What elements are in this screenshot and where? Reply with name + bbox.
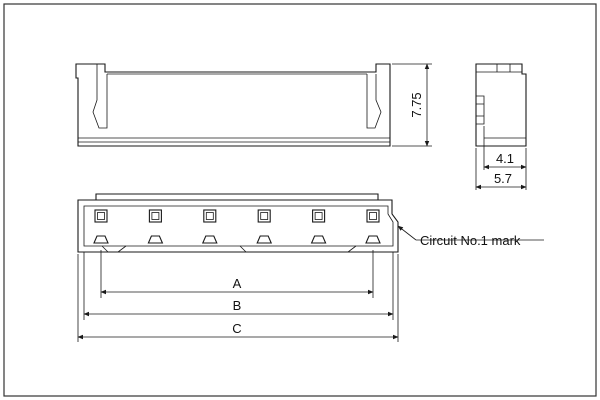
- front-view-outline: [77, 199, 399, 253]
- dim-a-label: A: [233, 276, 242, 291]
- pin-opening: [201, 235, 218, 244]
- pin-cavity-outer: [366, 209, 380, 223]
- dim-b-label: B: [233, 298, 242, 313]
- pin-contact: [369, 212, 377, 220]
- side-view-latch: [476, 95, 485, 125]
- pin-opening: [147, 235, 164, 244]
- pin-contact: [97, 212, 105, 220]
- front-view-bottom-key-3: [239, 245, 247, 253]
- outer-width-dim-label: 5.7: [494, 171, 512, 186]
- front-view-bottom-key-1: [101, 245, 109, 253]
- inner-width-dim-label: 4.1: [496, 151, 514, 166]
- pin-cavity-outer: [148, 209, 162, 223]
- top-view-inner-channel: [92, 64, 382, 129]
- pin-opening: [310, 235, 327, 244]
- pin-contact: [260, 212, 269, 220]
- pin-cavity-outer: [312, 209, 326, 223]
- pin-opening: [93, 235, 109, 244]
- pin-cavity-outer: [94, 209, 108, 223]
- front-view: Circuit No.1 mark A B C: [77, 193, 544, 342]
- pin-contact: [314, 212, 323, 220]
- side-view-outline: [475, 63, 527, 147]
- pin-contact: [151, 212, 160, 220]
- pin-cavity-outer: [203, 209, 217, 223]
- top-view: 7.75: [75, 63, 432, 147]
- dim-c-label: C: [232, 321, 241, 336]
- height-dim-label: 7.75: [409, 92, 424, 117]
- front-view-top-lip: [95, 193, 379, 200]
- front-view-bottom-key-2: [117, 245, 127, 253]
- front-view-bottom-key-4: [347, 245, 357, 253]
- drawing-frame: [3, 3, 597, 397]
- pin-opening: [256, 235, 273, 244]
- pin-opening: [365, 235, 381, 244]
- pin-row: [93, 209, 381, 244]
- pin-cavity-outer: [257, 209, 271, 223]
- circuit-mark-label: Circuit No.1 mark: [420, 233, 521, 248]
- pin-contact: [205, 212, 214, 220]
- top-view-outline: [75, 63, 391, 147]
- front-view-inner-outline: [83, 205, 394, 247]
- circuit-mark-leader: [397, 225, 417, 241]
- side-view: 4.1 5.7: [475, 63, 527, 190]
